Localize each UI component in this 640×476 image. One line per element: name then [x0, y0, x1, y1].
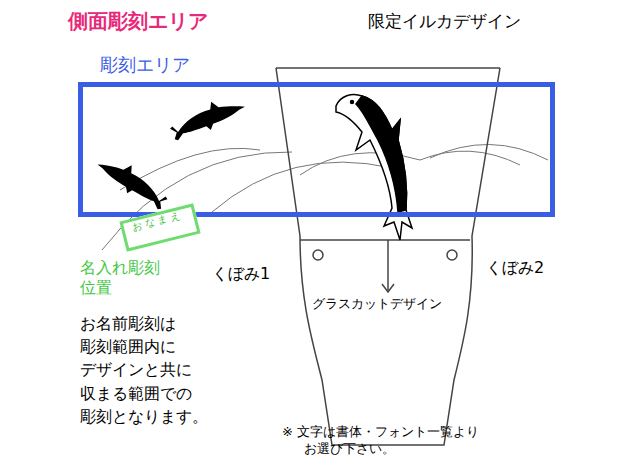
- font-note: ※ 文字は書体・フォント一覧より お選び下さい。: [282, 424, 538, 458]
- title: 側面彫刻エリア: [68, 8, 208, 34]
- name-engrave-box: おなまえ: [119, 203, 200, 251]
- cut-design-label: グラスカットデザイン: [312, 296, 442, 313]
- hollow-label: くぼみ2: [486, 258, 544, 279]
- name-position-label: 名入れ彫刻 位置: [80, 258, 165, 298]
- hollow-label: くぼみ1: [212, 264, 270, 285]
- engrave-area: 彫刻エリア: [78, 82, 555, 217]
- node-text: 彫刻エリア: [100, 53, 190, 77]
- note-text: お名前彫刻は 彫刻範囲内に デザインと共に 収まる範囲での 彫刻となります。: [80, 312, 224, 428]
- design-name: 限定イルカデザイン: [368, 10, 521, 32]
